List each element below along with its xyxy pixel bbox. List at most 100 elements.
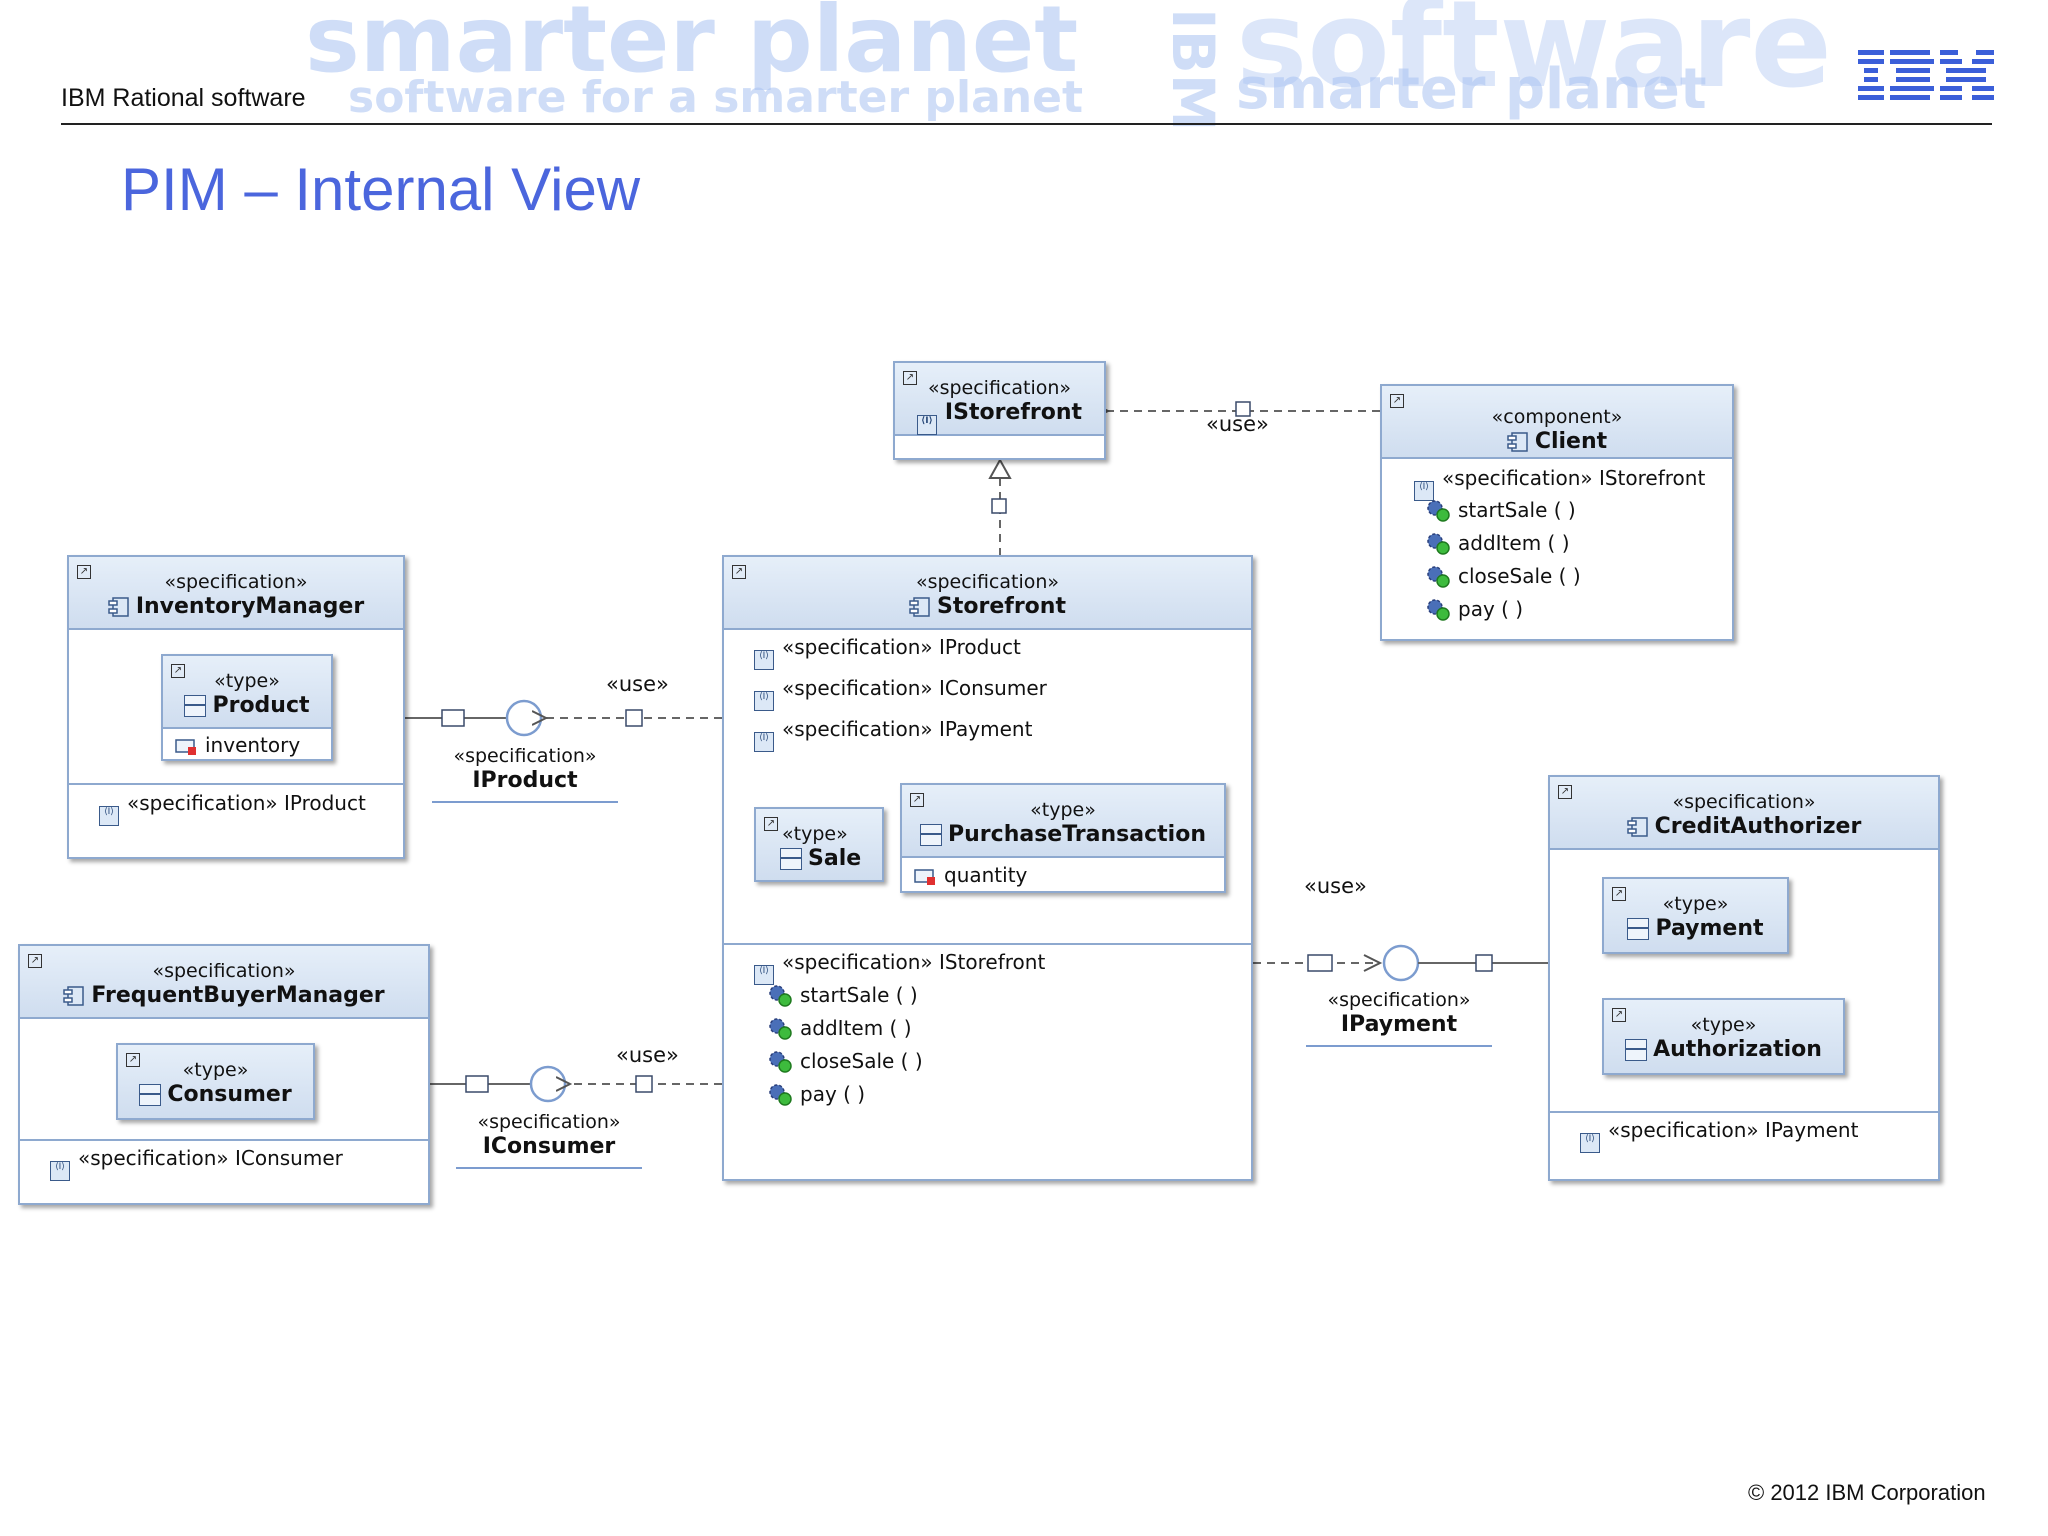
iproduct-interface-label: «specification» IProduct <box>432 745 618 795</box>
page-title: PIM – Internal View <box>121 156 641 223</box>
interface-icon: ⟨I⟩ <box>99 806 119 826</box>
compartment-divider <box>20 1139 428 1141</box>
payment-type-box[interactable]: ↗ «type» Payment <box>1602 877 1789 954</box>
shortcut-icon: ↗ <box>732 565 746 579</box>
use-label-client: «use» <box>1206 412 1269 436</box>
interface-icon: ⟨I⟩ <box>754 965 774 985</box>
shortcut-icon: ↗ <box>1612 1008 1626 1022</box>
client-op-pay: pay ( ) <box>1426 597 1523 622</box>
use-label-iconsumer: «use» <box>616 1043 679 1067</box>
inventory-manager-box[interactable]: ↗ «specification» InventoryManager ↗ «ty… <box>67 555 405 859</box>
ipayment-stereotype: «specification» <box>1327 989 1471 1011</box>
interface-icon: ⟨I⟩ <box>1414 481 1434 501</box>
sale-stereotype: «type» <box>782 823 848 845</box>
iconsumer-name: IConsumer <box>482 1134 616 1159</box>
use-label-iproduct: «use» <box>606 672 669 696</box>
attribute-icon <box>175 739 196 755</box>
frequent-buyer-realizes: ⟨I⟩«specification» IConsumer <box>50 1146 343 1181</box>
shortcut-icon: ↗ <box>126 1053 140 1067</box>
client-box[interactable]: ↗ «component» Client ⟨I⟩«specification» … <box>1380 384 1734 641</box>
istorefront-box[interactable]: ↗ «specification» ⟨I⟩IStorefront <box>893 361 1106 460</box>
purchase-transaction-box[interactable]: ↗ «type» PurchaseTransaction quantity <box>900 783 1226 893</box>
iproduct-lollipop <box>505 699 543 737</box>
product-type-box[interactable]: ↗ «type» Product inventory <box>161 654 333 761</box>
component-icon <box>108 597 129 617</box>
storefront-uses-ipayment: ⟨I⟩«specification» IPayment <box>754 717 1032 752</box>
payment-stereotype: «type» <box>1662 893 1729 915</box>
attribute-icon <box>914 869 935 885</box>
watermark-smarter-planet: smarter planet <box>305 0 1079 93</box>
interface-icon: ⟨I⟩ <box>916 415 937 435</box>
watermark-smarter-planet-2: smarter planet <box>1236 57 1707 122</box>
sale-type-box[interactable]: ↗ «type» Sale <box>754 807 884 882</box>
interface-icon: ⟨I⟩ <box>754 732 774 752</box>
storefront-op-startsale: startSale ( ) <box>768 983 918 1008</box>
client-name: Client <box>1382 428 1732 456</box>
storefront-op-pay: pay ( ) <box>768 1082 865 1107</box>
interface-icon: ⟨I⟩ <box>754 691 774 711</box>
shortcut-icon: ↗ <box>1558 785 1572 799</box>
frequent-buyer-manager-box[interactable]: ↗ «specification» FrequentBuyerManager ↗… <box>18 944 430 1205</box>
purchase-stereotype: «type» <box>1030 799 1096 821</box>
iproduct-stereotype: «specification» <box>453 745 597 767</box>
ipayment-name: IPayment <box>1340 1012 1458 1037</box>
storefront-op-closesale: closeSale ( ) <box>768 1049 923 1074</box>
product-name: Product <box>163 692 331 720</box>
watermark-software: software <box>1236 0 1832 115</box>
credit-authorizer-name: CreditAuthorizer <box>1550 813 1938 841</box>
operation-icon <box>1427 500 1450 522</box>
operation-icon <box>1427 533 1450 555</box>
inventory-manager-stereotype: «specification» <box>164 571 308 593</box>
shortcut-icon: ↗ <box>1390 394 1404 408</box>
istorefront-name: ⟨I⟩IStorefront <box>895 399 1104 435</box>
authorization-type-box[interactable]: ↗ «type» Authorization <box>1602 998 1845 1075</box>
type-icon <box>1625 1039 1648 1061</box>
interface-icon: ⟨I⟩ <box>1580 1133 1600 1153</box>
shortcut-icon: ↗ <box>77 565 91 579</box>
storefront-realizes: ⟨I⟩«specification» IStorefront <box>754 950 1045 985</box>
shortcut-icon: ↗ <box>28 954 42 968</box>
iproduct-name: IProduct <box>472 768 578 793</box>
header-divider <box>61 123 1992 125</box>
interface-icon: ⟨I⟩ <box>50 1161 70 1181</box>
client-realizes: ⟨I⟩«specification» IStorefront <box>1414 466 1705 501</box>
purchase-attr-quantity: quantity <box>914 863 1027 887</box>
ipayment-interface-label: «specification» IPayment <box>1306 989 1492 1039</box>
credit-authorizer-box[interactable]: ↗ «specification» CreditAuthorizer ↗ «ty… <box>1548 775 1940 1181</box>
type-icon <box>1627 918 1650 940</box>
authorization-stereotype: «type» <box>1690 1014 1757 1036</box>
consumer-name: Consumer <box>118 1081 313 1109</box>
watermark-software-for-planet: software for a smarter planet <box>348 72 1083 123</box>
type-icon <box>184 695 207 717</box>
product-attr-inventory: inventory <box>175 733 300 757</box>
shortcut-icon: ↗ <box>910 793 924 807</box>
operation-icon <box>769 985 792 1007</box>
consumer-stereotype: «type» <box>182 1059 249 1081</box>
realization-triangle <box>988 457 1012 479</box>
compartment-divider <box>69 783 403 785</box>
shortcut-icon: ↗ <box>764 817 778 831</box>
compartment-divider <box>1550 1111 1938 1113</box>
client-stereotype: «component» <box>1491 406 1623 428</box>
credit-authorizer-stereotype: «specification» <box>1672 791 1816 813</box>
component-icon <box>63 986 85 1006</box>
storefront-box[interactable]: ↗ «specification» Storefront ⟨I⟩«specifi… <box>722 555 1253 1181</box>
client-op-additem: addItem ( ) <box>1426 531 1570 556</box>
compartment-divider <box>724 943 1251 945</box>
component-icon <box>1507 432 1528 452</box>
credit-authorizer-realizes: ⟨I⟩«specification» IPayment <box>1580 1118 1858 1153</box>
component-icon <box>1626 817 1648 837</box>
consumer-type-box[interactable]: ↗ «type» Consumer <box>116 1043 315 1120</box>
ipayment-lollipop <box>1382 944 1420 982</box>
shortcut-icon: ↗ <box>171 664 185 678</box>
frequent-buyer-name: FrequentBuyerManager <box>20 982 428 1010</box>
product-stereotype: «type» <box>214 670 280 692</box>
client-op-startsale: startSale ( ) <box>1426 498 1576 523</box>
ibm-logo <box>1858 50 1994 100</box>
payment-name: Payment <box>1604 915 1787 943</box>
operation-icon <box>1427 566 1450 588</box>
storefront-uses-iproduct: ⟨I⟩«specification» IProduct <box>754 635 1021 670</box>
istorefront-stereotype: «specification» <box>927 377 1072 399</box>
purchase-name: PurchaseTransaction <box>902 821 1224 849</box>
